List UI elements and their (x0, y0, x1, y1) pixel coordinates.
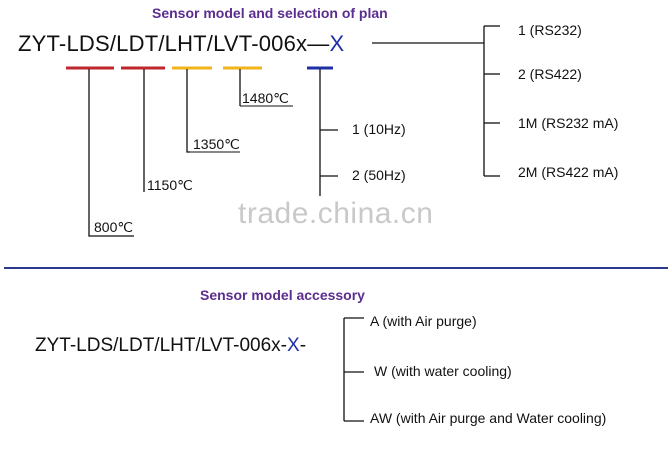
accessory-model-code: ZYT-LDS/LDT/LHT/LVT-006x-X- (35, 335, 306, 357)
interface-tree (372, 25, 500, 177)
plan-model-text: ZYT-LDS/LDT/LHT/LVT-006x (18, 31, 308, 56)
accessory-model-text: ZYT-LDS/LDT/LHT/LVT-006x- (35, 335, 287, 356)
accessory-tree (343, 317, 364, 422)
iface-option-rs422: 2 (RS422) (518, 66, 582, 82)
frequency-tree (319, 69, 338, 196)
temp-label-1350: 1350℃ (193, 136, 240, 152)
bracket-1350 (186, 69, 190, 153)
plan-model-variable: X (329, 31, 345, 56)
plan-model-code: ZYT-LDS/LDT/LHT/LVT-006x—X (18, 31, 344, 57)
iface-option-rs232-ma: 1M (RS232 mA) (518, 115, 619, 131)
accessory-option-air-and-water: AW (with Air purge and Water cooling) (370, 410, 607, 426)
accessory-option-water-cooling: W (with water cooling) (374, 363, 512, 379)
plan-model-dash: — (307, 31, 330, 56)
temp-label-800: 800℃ (94, 219, 134, 235)
iface-option-rs422-ma: 2M (RS422 mA) (518, 164, 619, 180)
bracket-800 (88, 69, 134, 237)
temperature-underlines (187, 105, 293, 153)
freq-option-10hz: 1 (10Hz) (352, 121, 406, 137)
accessory-model-tail: - (299, 335, 307, 356)
temp-label-1480: 1480℃ (242, 90, 289, 106)
freq-option-50hz: 2 (50Hz) (352, 167, 406, 183)
watermark: trade.china.cn (238, 197, 434, 230)
iface-option-rs232: 1 (RS232) (518, 22, 582, 38)
accessory-model-variable: X (287, 335, 300, 356)
temp-label-1150: 1150℃ (147, 177, 193, 193)
accessory-title: Sensor model accessory (200, 287, 365, 303)
accessory-option-air-purge: A (with Air purge) (370, 313, 477, 329)
plan-title: Sensor model and selection of plan (152, 5, 388, 21)
